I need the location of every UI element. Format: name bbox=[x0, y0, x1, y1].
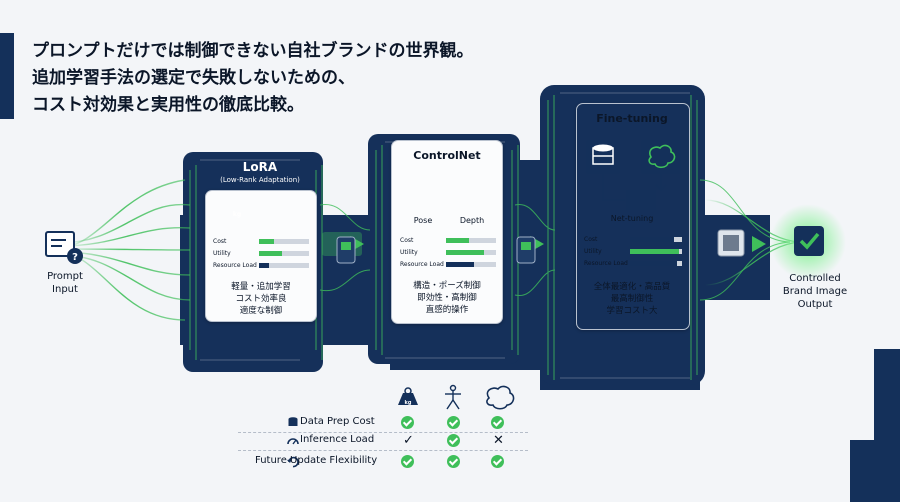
lora-utility-bar bbox=[259, 251, 309, 256]
controlnet-title: ControlNet bbox=[413, 149, 481, 162]
prompt-input-label-1: Prompt bbox=[47, 271, 83, 282]
corner-accent-bottom-right-step bbox=[850, 440, 874, 502]
finetuning-title: Fine-tuning bbox=[596, 112, 668, 125]
device-icon-3 bbox=[717, 229, 745, 257]
lora-title: LoRA bbox=[242, 160, 278, 174]
lora-resource-label: Resource Load bbox=[213, 262, 257, 269]
prompt-input-label-2: Input bbox=[52, 284, 78, 295]
refresh-icon bbox=[287, 456, 299, 468]
controlnet-card: ControlNet Pose Depth Cost Utility Resou… bbox=[391, 140, 503, 324]
check-icon bbox=[491, 455, 504, 468]
lora-desc-1: 軽量・追加学習 bbox=[231, 282, 291, 292]
net-tuning-connector bbox=[602, 174, 667, 201]
check-icon bbox=[447, 416, 460, 429]
lora-utility-fill bbox=[259, 251, 282, 256]
controlnet-cost-label: Cost bbox=[400, 237, 414, 244]
finetuning-cost-bar bbox=[630, 237, 682, 242]
lora-card: Cost Utility Resource Load 軽量・追加学習 コスト効率… bbox=[205, 190, 317, 322]
finetuning-cost-fill bbox=[630, 237, 675, 242]
database-row-icon bbox=[288, 417, 298, 426]
controlnet-resource-bar bbox=[446, 262, 496, 267]
weight-header-icon bbox=[398, 387, 418, 405]
pose-header-icon bbox=[445, 384, 461, 410]
finetuning-cost-label: Cost bbox=[584, 236, 598, 243]
prompt-input-icon: ? bbox=[45, 231, 83, 264]
brain-header-icon bbox=[486, 385, 515, 410]
output-check-icon bbox=[794, 226, 824, 256]
prompt-input-label: Prompt Input bbox=[30, 270, 100, 296]
row-label-data-prep-cost: Data Prep Cost bbox=[300, 416, 375, 427]
title-line-2: 追加学習手法の選定で失敗しないための、 bbox=[32, 68, 355, 88]
lora-utility-label: Utility bbox=[213, 250, 231, 257]
lora-resource-fill bbox=[259, 263, 269, 268]
row-label-future-update-flexibility: Future Update Flexibility bbox=[255, 455, 378, 466]
row-label-inference-load: Inference Load bbox=[300, 434, 375, 445]
finetuning-utility-fill bbox=[630, 249, 680, 254]
table-divider-1 bbox=[238, 432, 528, 433]
check-icon bbox=[491, 416, 504, 429]
device-icon-2 bbox=[516, 236, 536, 264]
lora-cost-fill bbox=[259, 239, 274, 244]
controlnet-cost-fill bbox=[446, 238, 469, 243]
device-icon-1 bbox=[336, 236, 356, 264]
depth-label: Depth bbox=[459, 216, 485, 225]
finetuning-card bbox=[576, 103, 690, 330]
cross-icon: ✕ bbox=[493, 433, 504, 448]
brain-icon bbox=[641, 140, 681, 174]
finetuning-desc-1: 全体最適化・高品質 bbox=[593, 282, 671, 292]
title-line-1: プロンプトだけでは制御できない自社ブランドの世界観。 bbox=[32, 41, 474, 61]
weight-header-icon-text: kg bbox=[404, 400, 412, 406]
check-icon bbox=[447, 434, 460, 447]
controlnet-desc-1: 構造・ポーズ制御 bbox=[413, 281, 481, 291]
controlnet-utility-label: Utility bbox=[400, 249, 418, 256]
output-label-1: Controlled bbox=[789, 273, 841, 284]
net-tuning-label: Net-tuning bbox=[610, 214, 654, 223]
stage-arrow-3 bbox=[752, 236, 766, 252]
check-icon bbox=[447, 455, 460, 468]
circuit-traces bbox=[189, 95, 791, 380]
output-label: Controlled Brand Image Output bbox=[770, 272, 860, 311]
output-label-2: Brand Image bbox=[782, 286, 848, 297]
lora-cost-bar bbox=[259, 239, 309, 244]
output-label-3: Output bbox=[797, 299, 833, 310]
controlnet-utility-bar bbox=[446, 250, 496, 255]
table-divider-2 bbox=[238, 450, 528, 451]
finetuning-desc-2: 最高制御性 bbox=[610, 294, 654, 304]
svg-text:?: ? bbox=[72, 252, 78, 263]
table-header-icons bbox=[398, 384, 515, 410]
net-tuning-box bbox=[626, 190, 656, 210]
lora-desc-2: コスト効率良 bbox=[235, 294, 287, 304]
controlnet-utility-fill bbox=[446, 250, 484, 255]
lora-subtitle: (Low-Rank Adaptation) bbox=[220, 176, 300, 184]
lora-cost-label: Cost bbox=[213, 238, 227, 245]
table-row-icons bbox=[287, 417, 299, 468]
check-icon bbox=[401, 416, 414, 429]
corner-accent-bottom-right bbox=[874, 349, 900, 502]
tick-icon: ✓ bbox=[403, 433, 414, 448]
corner-accent-top-left bbox=[0, 33, 14, 119]
finetuning-resource-label: Resource Load bbox=[584, 260, 628, 267]
title-line-3: コスト対効果と実用性の徹底比較。 bbox=[32, 95, 304, 115]
finetuning-resource-bar bbox=[630, 261, 682, 266]
lora-desc-3: 適度な制御 bbox=[239, 306, 283, 316]
controlnet-desc-2: 即効性・高制御 bbox=[417, 293, 477, 303]
controlnet-resource-label: Resource Load bbox=[400, 261, 444, 268]
check-icon bbox=[401, 455, 414, 468]
controlnet-desc-3: 直感的操作 bbox=[425, 305, 469, 315]
weight-icon-text: kg bbox=[232, 211, 242, 218]
controlnet-cost-bar bbox=[446, 238, 496, 243]
lora-resource-bar bbox=[259, 263, 309, 268]
database-icon bbox=[586, 140, 620, 174]
finetuning-utility-bar bbox=[630, 249, 682, 254]
controlnet-resource-fill bbox=[446, 262, 474, 267]
finetuning-resource-fill bbox=[630, 261, 677, 266]
finetuning-desc-3: 学習コスト大 bbox=[606, 306, 658, 316]
pose-label: Pose bbox=[413, 216, 433, 225]
page-title: プロンプトだけでは制御できない自社ブランドの世界観。 追加学習手法の選定で失敗し… bbox=[32, 38, 632, 119]
finetuning-utility-label: Utility bbox=[584, 248, 602, 255]
speed-gauge-icon bbox=[287, 438, 299, 445]
